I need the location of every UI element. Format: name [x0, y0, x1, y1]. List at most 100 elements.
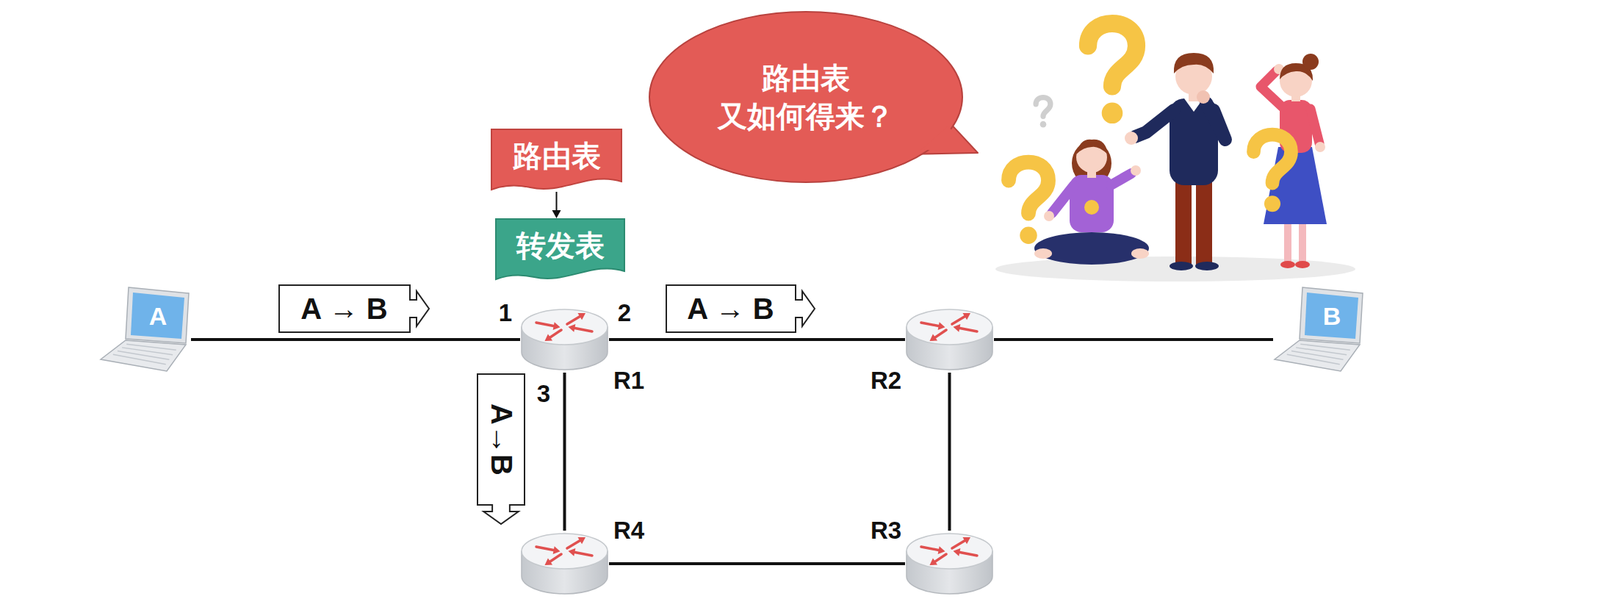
sitting-girl — [1034, 139, 1149, 265]
router-label: R1 — [613, 366, 645, 395]
router-arrowhead — [577, 537, 586, 544]
laptop-keys — [113, 354, 167, 364]
shape-outline — [520, 530, 609, 597]
packet-box: A→B — [476, 373, 526, 526]
router-arrow — [957, 327, 978, 332]
question-dot — [1264, 195, 1281, 212]
shape-outline — [99, 285, 192, 373]
router: R3 — [905, 530, 994, 597]
router-arrowhead — [545, 333, 554, 341]
connector-line — [191, 337, 521, 341]
arm — [1134, 110, 1174, 137]
port-number: 3 — [537, 379, 551, 408]
router-arrow — [536, 546, 556, 551]
router-arrowhead — [930, 333, 939, 341]
node-text: A → B — [686, 292, 775, 326]
host-label: B — [1323, 301, 1342, 331]
router-arrowhead — [938, 545, 946, 554]
shoe — [1280, 260, 1296, 269]
node-text: 转发表 — [516, 228, 605, 263]
router-arrowhead — [545, 557, 554, 565]
laptop-base — [1274, 340, 1360, 371]
router-top — [906, 533, 993, 569]
router-arrowhead — [953, 548, 961, 557]
arm — [1260, 70, 1283, 108]
router-arrow — [952, 315, 967, 324]
laptop-base — [100, 340, 186, 371]
node-text: A→B — [484, 403, 518, 476]
banner-shape — [495, 218, 625, 280]
question-mark — [1008, 162, 1049, 244]
packet-outline — [666, 285, 815, 333]
laptop-keys — [1291, 351, 1343, 360]
router-top — [521, 309, 608, 345]
laptop-keys — [1287, 354, 1340, 364]
network-link — [993, 339, 1274, 341]
network-link — [191, 339, 521, 341]
hand — [1124, 131, 1138, 145]
packet-box: A → B — [278, 284, 431, 333]
connector-line — [948, 372, 952, 531]
node-text: 路由表 — [512, 138, 601, 173]
hand — [1314, 141, 1326, 153]
hand — [1196, 90, 1210, 104]
hand — [1130, 165, 1141, 176]
shape-outline — [905, 530, 994, 597]
question-hook — [1035, 97, 1051, 117]
forwarding-table-banner: 转发表 — [495, 218, 626, 282]
router-arrow — [567, 539, 582, 549]
router-arrowhead — [568, 323, 576, 333]
router-arrowhead — [938, 321, 946, 330]
leg — [1175, 179, 1192, 265]
connector-line — [608, 337, 906, 341]
host-label: A — [149, 301, 168, 331]
hair — [1076, 139, 1108, 155]
router-arrowhead — [930, 557, 939, 565]
router-arrowhead — [553, 545, 561, 554]
banner-shape — [491, 129, 622, 190]
arm — [1206, 102, 1226, 140]
network-link — [552, 191, 562, 219]
connector-arrowhead — [552, 210, 562, 219]
network-link — [608, 339, 906, 341]
router-arrowhead — [553, 321, 561, 330]
port-number: 1 — [498, 298, 513, 327]
router: R1 — [520, 306, 609, 373]
shoe — [1295, 260, 1310, 269]
network-link — [949, 372, 950, 531]
router-arrowhead — [568, 548, 576, 557]
packet-box: A → B — [665, 284, 817, 333]
question-dot — [1101, 102, 1124, 125]
host-laptop: B — [1273, 285, 1365, 373]
router-arrow — [567, 315, 582, 324]
leg — [1284, 220, 1292, 263]
hand — [1043, 210, 1055, 222]
shape-outline — [1273, 285, 1365, 373]
smiley — [1084, 199, 1099, 215]
router-arrowhead — [577, 312, 586, 320]
port-number: 2 — [617, 298, 632, 327]
network-link — [608, 563, 906, 565]
shoe — [1195, 261, 1219, 271]
routing-table-banner: 路由表 — [490, 128, 623, 192]
router: R2 — [905, 306, 994, 373]
router-arrow — [921, 546, 941, 551]
router-arrowhead — [962, 312, 971, 320]
question-dot — [1019, 226, 1037, 244]
node-text: 路由表 又如何得来？ — [708, 58, 903, 136]
leg — [1195, 179, 1213, 265]
legs — [1034, 232, 1149, 265]
connector-line — [563, 372, 567, 531]
foot — [1131, 248, 1149, 259]
router-arrowhead — [962, 537, 971, 544]
shape-outline — [647, 10, 964, 184]
laptop-keys — [1295, 347, 1347, 355]
foot — [1034, 248, 1052, 259]
router-label: R4 — [613, 516, 645, 545]
arm — [1110, 173, 1132, 186]
router-label: R2 — [870, 366, 902, 395]
packet-outline — [477, 373, 525, 524]
router-arrow — [573, 551, 593, 556]
router-arrow — [536, 322, 556, 327]
bubble-tail-join — [921, 126, 974, 151]
